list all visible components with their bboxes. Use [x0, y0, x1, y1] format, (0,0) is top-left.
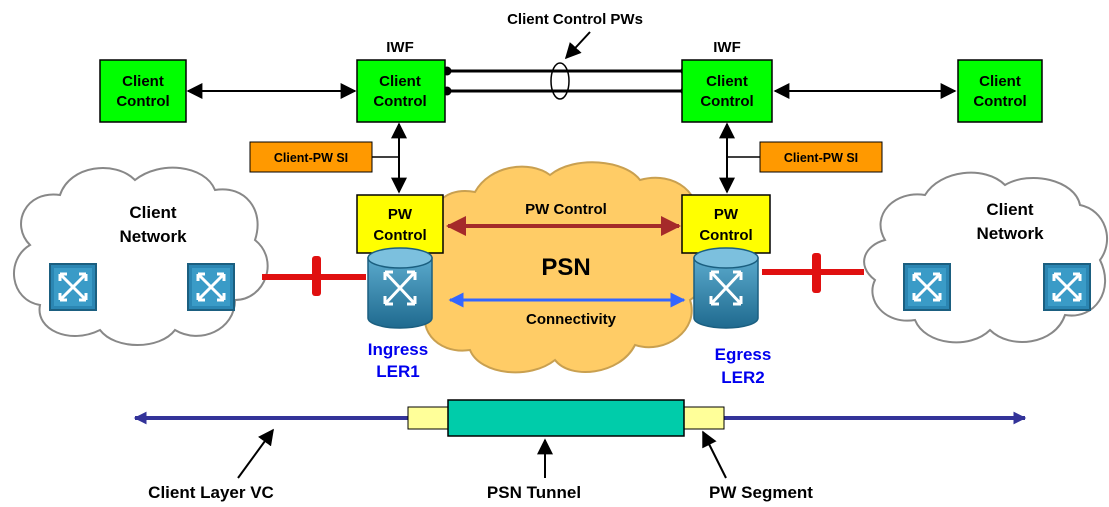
pw-control-link-label: PW Control: [525, 201, 607, 218]
client-layer-vc-pointer: [237, 428, 274, 479]
svg-text:Control: Control: [116, 93, 169, 110]
pw-segment-pointer: [702, 430, 727, 479]
svg-text:Client: Client: [979, 73, 1021, 90]
client-layer-vc-label: Client Layer VC: [148, 483, 274, 502]
client-network-cloud-right: [863, 171, 1109, 344]
client-control-box-iwf-left: Client Control: [356, 59, 446, 123]
psn-tunnel-box: [447, 399, 685, 437]
client-switch-right-1: [902, 262, 952, 312]
psn-tunnel-label: PSN Tunnel: [487, 483, 581, 502]
svg-text:Control: Control: [973, 93, 1026, 110]
svg-text:Client-PW SI: Client-PW SI: [274, 151, 348, 165]
client-pw-si-box-right: Client-PW SI: [759, 141, 883, 173]
pw-segment-label: PW Segment: [709, 483, 813, 502]
client-control-box-iwf-right: Client Control: [681, 59, 773, 123]
client-network-left-label-2: Network: [119, 227, 187, 246]
ler1-label: LER1: [376, 362, 419, 381]
attachment-circuit-right: [762, 253, 864, 293]
svg-text:Control: Control: [373, 93, 426, 110]
client-control-pws-pointer: [564, 31, 591, 60]
egress-label: Egress: [715, 345, 772, 364]
svg-text:Client: Client: [379, 73, 421, 90]
svg-text:Client: Client: [706, 73, 748, 90]
client-network-right-label-1: Client: [986, 200, 1034, 219]
pw-control-box-left: PW Control: [356, 194, 444, 254]
client-network-left-label-1: Client: [129, 203, 177, 222]
client-network-right-label-2: Network: [976, 224, 1044, 243]
svg-text:Control: Control: [700, 93, 753, 110]
svg-text:PW: PW: [388, 206, 413, 223]
iwf-label-right: IWF: [713, 39, 741, 56]
svg-text:Client-PW SI: Client-PW SI: [784, 151, 858, 165]
pw-bundle-ellipse: [550, 62, 570, 100]
svg-text:Control: Control: [373, 227, 426, 244]
client-network-cloud-left: [13, 166, 269, 346]
attachment-circuit-left: [262, 256, 366, 296]
ingress-label: Ingress: [368, 340, 428, 359]
pw-segment-right: [681, 406, 725, 430]
svg-text:Control: Control: [699, 227, 752, 244]
ler2-label: LER2: [721, 368, 764, 387]
svg-text:PW: PW: [714, 206, 739, 223]
svg-text:Client: Client: [122, 73, 164, 90]
connectivity-label: Connectivity: [526, 311, 617, 328]
psn-label: PSN: [541, 254, 590, 281]
psn-cloud: [413, 161, 713, 374]
ingress-ler-router: [367, 247, 433, 329]
client-control-pws-label: Client Control PWs: [507, 11, 643, 28]
client-control-box-left: Client Control: [99, 59, 187, 123]
client-switch-right-2: [1042, 262, 1092, 312]
iwf-label-left: IWF: [386, 39, 414, 56]
client-switch-left-2: [186, 262, 236, 312]
egress-ler-router: [693, 247, 759, 329]
client-pw-si-box-left: Client-PW SI: [249, 141, 373, 173]
pw-segment-left: [407, 406, 451, 430]
pw-control-box-right: PW Control: [681, 194, 771, 254]
client-switch-left-1: [48, 262, 98, 312]
client-control-box-right: Client Control: [957, 59, 1043, 123]
